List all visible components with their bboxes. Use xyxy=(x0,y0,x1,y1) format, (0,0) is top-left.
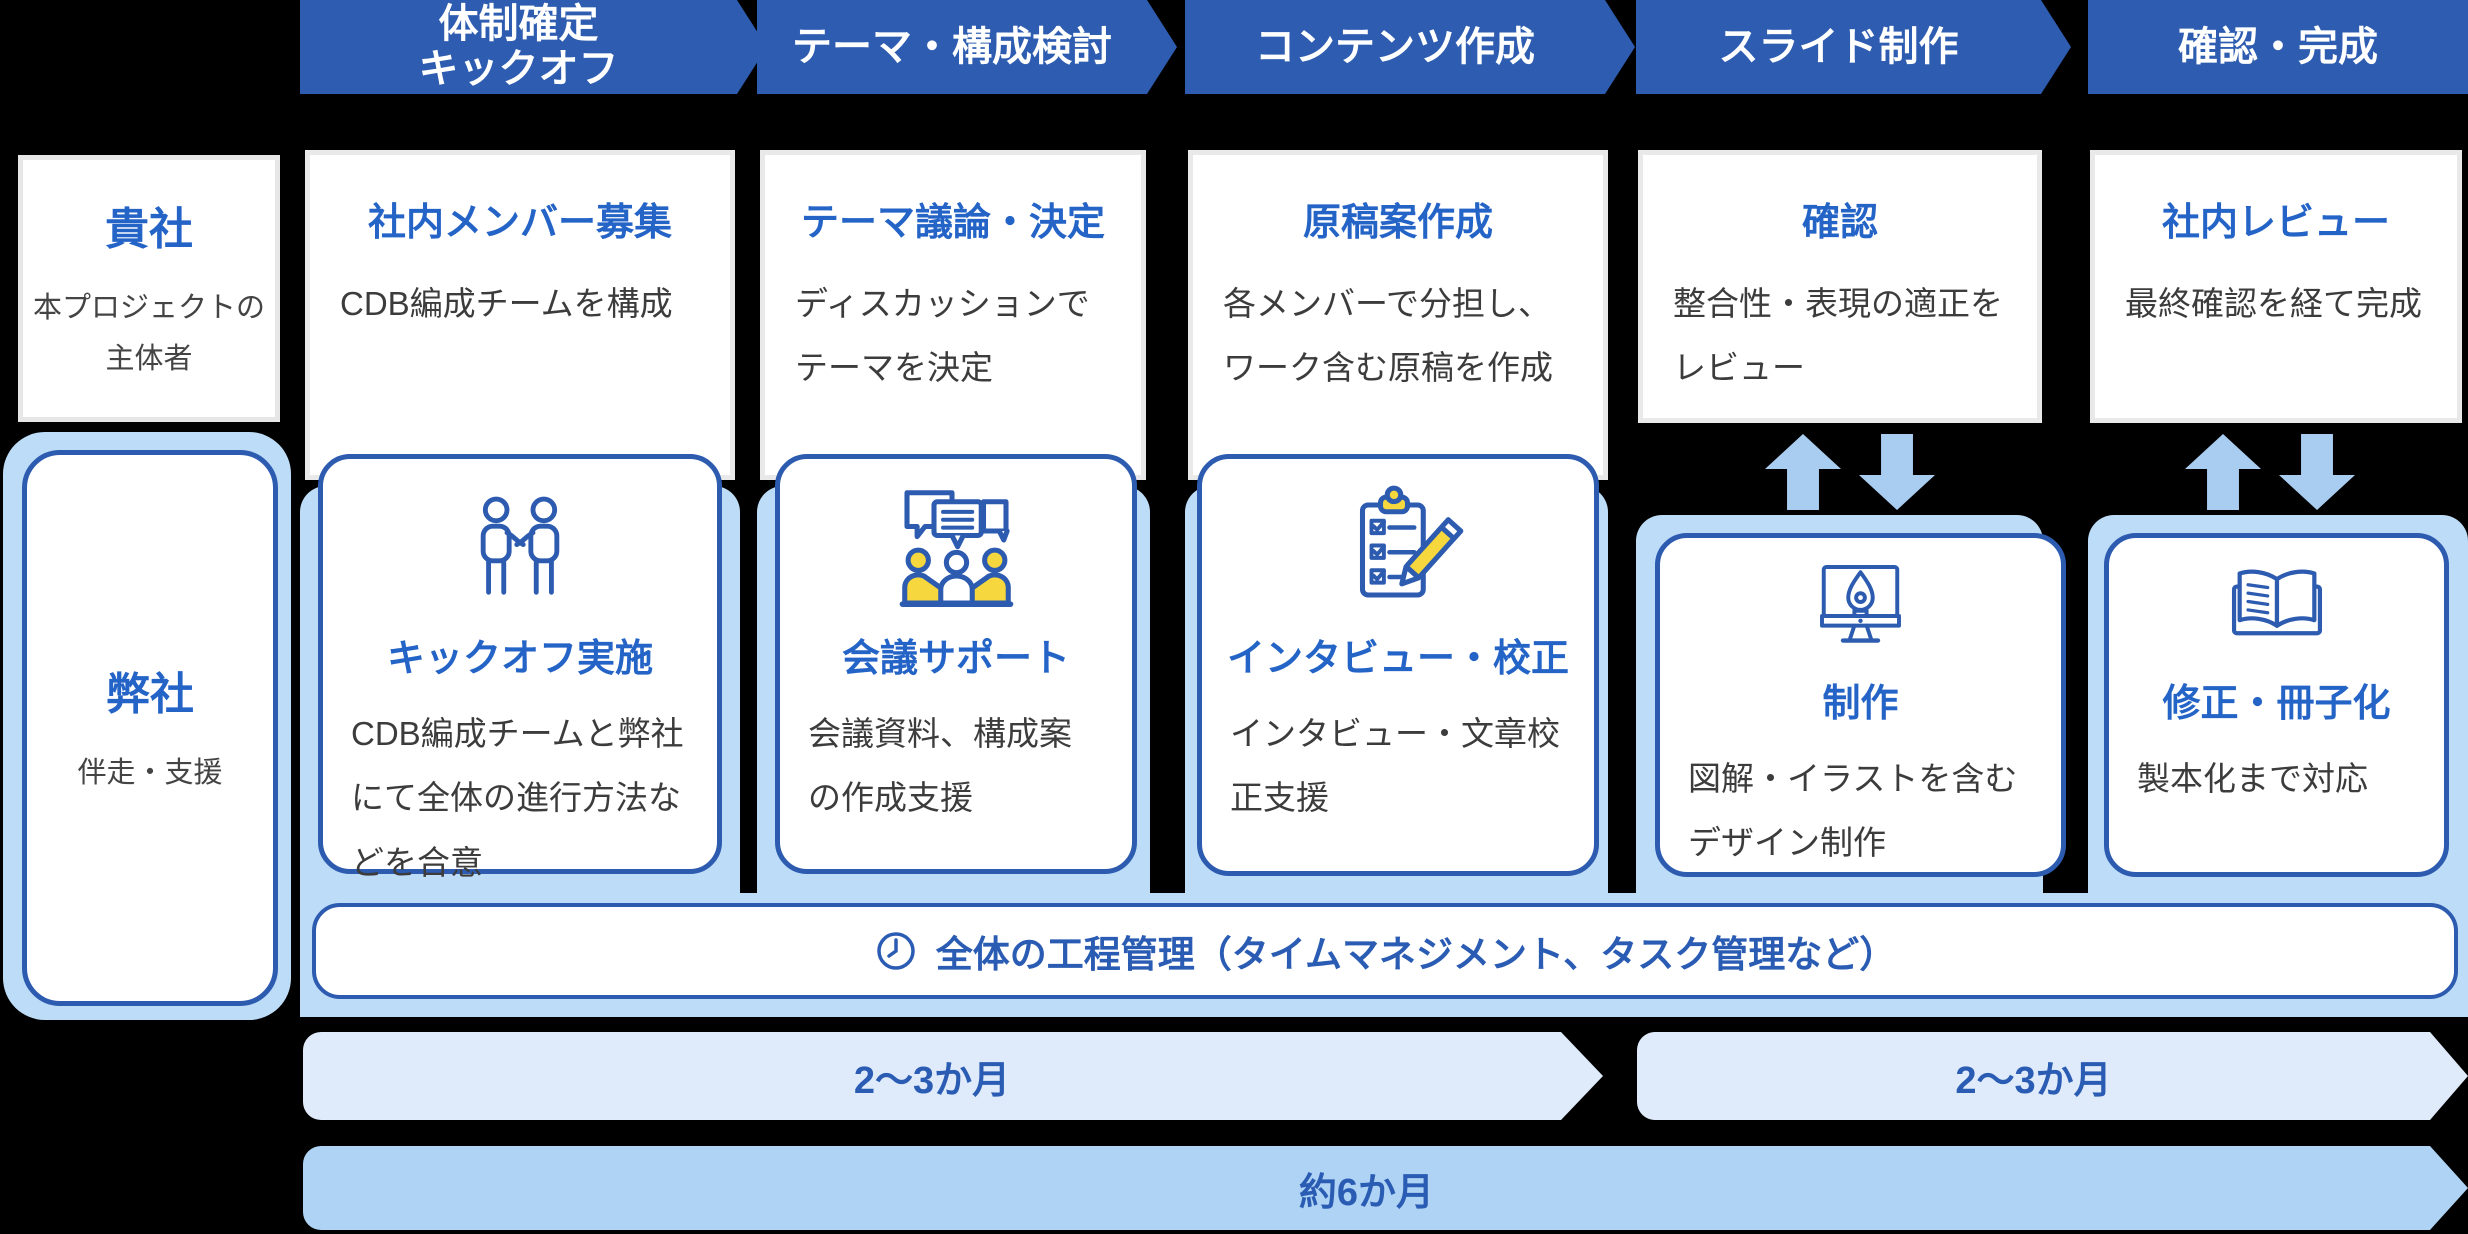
loop-up-arrow xyxy=(2185,434,2261,510)
loop-down-arrow xyxy=(1859,434,1935,510)
client-task-box-1: 社内メンバー募集 CDB編成チームを構成 xyxy=(305,150,735,480)
meeting-icon xyxy=(780,485,1132,615)
client-task-box-4: 確認 整合性・表現の適正をレビュー xyxy=(1638,150,2042,423)
client-task-desc: 最終確認を経て完成 xyxy=(2125,285,2422,322)
process-management-label: 全体の工程管理（タイムマネジメント、タスク管理など） xyxy=(935,934,1897,975)
vendor-role-title: 弊社 xyxy=(106,669,194,719)
vendor-task-card-3: インタビュー・校正 インタビュー・文章校正支援 xyxy=(1197,454,1599,876)
timeline-bar-phase2-point xyxy=(2430,1032,2468,1120)
client-task-title: 原稿案作成 xyxy=(1302,202,1493,244)
phase-header-label: スライド制作 xyxy=(1718,24,1959,69)
phase-header-label: テーマ・構成検討 xyxy=(792,24,1112,69)
loop-up-arrow xyxy=(1765,434,1841,510)
client-role-title: 貴社 xyxy=(105,204,193,254)
vendor-task-title: キックオフ実施 xyxy=(386,638,653,680)
vendor-task-desc: 製本化まで対応 xyxy=(2137,760,2368,797)
vendor-task-desc: CDB編成チームと弊社にて全体の進行方法などを合意 xyxy=(351,715,684,881)
design-monitor-icon xyxy=(1660,560,2061,660)
vendor-role-box: 弊社 伴走・支援 xyxy=(22,450,278,1006)
vendor-task-card-2: 会議サポート 会議資料、構成案の作成支援 xyxy=(775,454,1137,874)
vendor-task-card-5: 修正・冊子化 製本化まで対応 xyxy=(2104,533,2449,877)
clock-icon xyxy=(874,929,918,973)
client-role-desc: 本プロジェクトの 主体者 xyxy=(32,291,265,375)
client-task-title: テーマ議論・決定 xyxy=(800,202,1105,244)
timeline-bar-phase1-point xyxy=(1561,1032,1603,1120)
timeline-bar-phase1: 2〜3か月 xyxy=(303,1032,1561,1120)
client-task-desc: 各メンバーで分担し、ワーク含む原稿を作成 xyxy=(1223,285,1553,387)
vendor-task-card-4: 制作 図解・イラストを含むデザイン制作 xyxy=(1655,533,2066,877)
phase-header-3: コンテンツ作成 xyxy=(1185,0,1635,94)
vendor-task-desc: インタビュー・文章校正支援 xyxy=(1230,715,1560,817)
loop-down-arrow xyxy=(2279,434,2355,510)
client-task-box-5: 社内レビュー 最終確認を経て完成 xyxy=(2090,150,2462,423)
timeline-bar-total-point xyxy=(2430,1146,2468,1230)
phase-header-label: コンテンツ作成 xyxy=(1255,24,1535,69)
vendor-task-title: 会議サポート xyxy=(841,638,1070,680)
timeline-phase1-label: 2〜3か月 xyxy=(853,1059,1011,1102)
vendor-task-card-1: キックオフ実施 CDB編成チームと弊社にて全体の進行方法などを合意 xyxy=(318,454,722,881)
vendor-task-title: 制作 xyxy=(1822,683,1899,725)
phase-header-label: 確認・完成 xyxy=(2178,24,2378,69)
checklist-pen-icon xyxy=(1202,485,1594,615)
client-task-desc: 整合性・表現の適正をレビュー xyxy=(1673,285,2003,387)
phase-header-4: スライド制作 xyxy=(1636,0,2071,94)
timeline-total-label: 約6か月 xyxy=(1298,1171,1435,1214)
client-role-box: 貴社 本プロジェクトの 主体者 xyxy=(18,155,280,422)
client-task-title: 社内レビュー xyxy=(2161,202,2390,244)
client-task-title: 確認 xyxy=(1801,202,1878,244)
vendor-task-desc: 会議資料、構成案の作成支援 xyxy=(808,715,1072,817)
client-task-box-2: テーマ議論・決定 ディスカッションでテーマを決定 xyxy=(760,150,1146,480)
handshake-icon xyxy=(323,485,717,615)
vendor-task-title: 修正・冊子化 xyxy=(2162,683,2391,725)
client-task-desc: ディスカッションでテーマを決定 xyxy=(795,285,1090,387)
client-task-title: 社内メンバー募集 xyxy=(367,202,672,244)
timeline-bar-total: 約6か月 xyxy=(303,1146,2430,1230)
timeline-phase2-label: 2〜3か月 xyxy=(1955,1059,2112,1102)
client-task-box-3: 原稿案作成 各メンバーで分担し、ワーク含む原稿を作成 xyxy=(1188,150,1608,480)
timeline-bar-phase2: 2〜3か月 xyxy=(1637,1032,2430,1120)
booklet-icon xyxy=(2109,560,2444,660)
phase-header-5: 確認・完成 xyxy=(2088,0,2468,94)
vendor-task-desc: 図解・イラストを含むデザイン制作 xyxy=(1688,760,2018,862)
client-task-desc: CDB編成チームを構成 xyxy=(340,285,673,322)
process-management-bar: 全体の工程管理（タイムマネジメント、タスク管理など） xyxy=(312,903,2458,999)
phase-header-2: テーマ・構成検討 xyxy=(757,0,1177,94)
phase-header-1: 体制確定 キックオフ xyxy=(300,0,767,94)
vendor-role-desc: 伴走・支援 xyxy=(77,756,223,789)
vendor-task-title: インタビュー・校正 xyxy=(1226,638,1569,680)
phase-header-label: 体制確定 キックオフ xyxy=(418,2,619,91)
